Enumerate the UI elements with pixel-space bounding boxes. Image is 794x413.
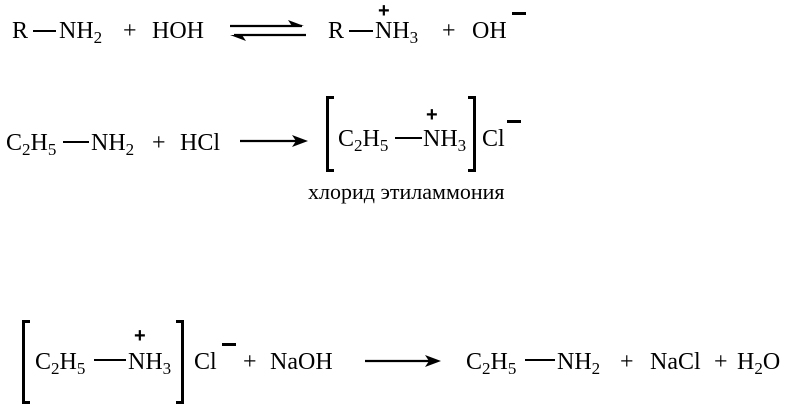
positive-charge-icon: + <box>426 104 438 126</box>
positive-charge-icon: + <box>378 0 390 22</box>
product-name-caption: хлорид этиламмония <box>308 179 505 204</box>
product-ammonium-group: NH3 <box>375 18 419 47</box>
product-water: H2O <box>737 349 781 378</box>
reactant-amine-group: NH2 <box>59 18 103 47</box>
product-hydroxide: OH <box>472 18 507 44</box>
product-r: R <box>328 18 345 44</box>
single-bond <box>395 137 422 139</box>
plus-sign: + <box>620 349 634 375</box>
reactant-amine-group: NH2 <box>91 130 135 159</box>
plus-sign: + <box>123 18 137 44</box>
left-bracket <box>326 96 334 172</box>
reactant-ethyl-group: C2H5 <box>35 349 86 378</box>
reactant-chloride: Cl <box>194 349 217 375</box>
reaction-arrow-icon <box>365 355 441 367</box>
plus-sign: + <box>442 18 456 44</box>
negative-charge-icon <box>512 12 526 15</box>
product-ammonium-group: NH3 <box>423 126 467 155</box>
product-amine-group: NH2 <box>557 349 601 378</box>
product-ethyl-group: C2H5 <box>466 349 517 378</box>
single-bond <box>349 30 373 32</box>
single-bond <box>525 359 555 361</box>
equilibrium-arrow-icon <box>230 20 306 41</box>
plus-sign: + <box>714 349 728 375</box>
right-bracket <box>176 320 184 404</box>
product-nacl: NaCl <box>650 349 701 375</box>
single-bond <box>33 30 56 32</box>
single-bond <box>94 359 126 361</box>
reactant-hcl: HCl <box>180 130 221 156</box>
reactant-r: R <box>12 18 29 44</box>
negative-charge-icon <box>222 343 236 346</box>
product-ethyl-group: C2H5 <box>338 126 389 155</box>
positive-charge-icon: + <box>134 325 146 347</box>
negative-charge-icon <box>507 120 521 123</box>
right-bracket <box>468 96 476 172</box>
reactant-ammonium-group: NH3 <box>128 349 172 378</box>
reactant-naoh: NaOH <box>270 349 333 375</box>
reactant-water: HOH <box>152 18 204 44</box>
plus-sign: + <box>152 130 166 156</box>
left-bracket <box>22 320 30 404</box>
reaction-arrow-icon <box>240 135 308 147</box>
single-bond <box>63 141 89 143</box>
plus-sign: + <box>243 349 257 375</box>
reactant-ethyl-group: C2H5 <box>6 130 57 159</box>
product-chloride: Cl <box>482 126 505 152</box>
